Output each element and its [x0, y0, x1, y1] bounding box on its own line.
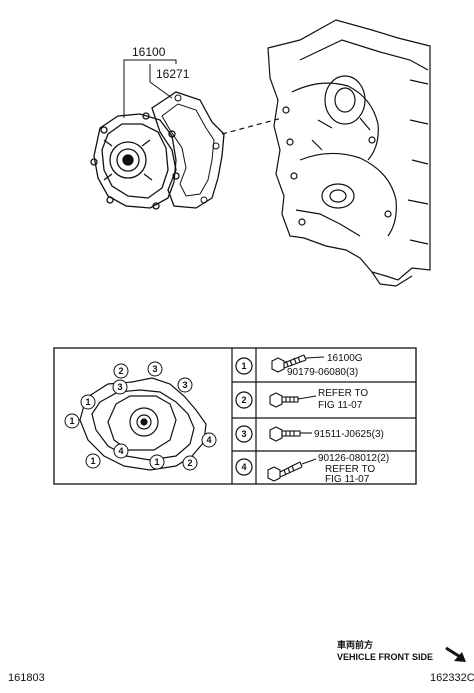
bolt-marker: 4 [113, 443, 129, 459]
bolt-marker: 1 [64, 413, 80, 429]
svg-text:3: 3 [241, 429, 246, 439]
direction-label-jp: 車両前方 [337, 639, 373, 650]
svg-text:2: 2 [187, 458, 192, 468]
bolt-marker: 3 [112, 379, 128, 395]
svg-text:4: 4 [241, 462, 246, 472]
legend-row-2-line-1: REFER TO [318, 388, 368, 399]
legend-row-3: 3 [235, 425, 253, 443]
callout-16271: 16271 [156, 67, 190, 81]
svg-text:1: 1 [85, 397, 90, 407]
bolt-icon [267, 354, 325, 482]
legend-row-4-line-3: FIG 11-07 [325, 474, 370, 485]
legend-row-1: 1 [235, 357, 253, 375]
bolt-marker: 1 [80, 394, 96, 410]
callout-16100: 16100 [132, 45, 166, 59]
bolt-marker: 3 [147, 361, 163, 377]
legend-row-2: 2 [235, 391, 253, 409]
legend-row-3-line-1: 91511-J0625(3) [314, 429, 384, 440]
callout-lines [123, 59, 177, 118]
legend-row-1-line-2: 90179-06080(3) [287, 367, 358, 378]
bolt-marker: 2 [113, 363, 129, 379]
engine-block-outline [267, 19, 431, 287]
bolt-marker: 3 [177, 377, 193, 393]
svg-text:1: 1 [90, 456, 95, 466]
water-pump-16100 [90, 112, 180, 210]
svg-text:4: 4 [206, 435, 211, 445]
svg-text:1: 1 [154, 457, 159, 467]
direction-label-en: VEHICLE FRONT SIDE [337, 652, 433, 662]
bolt-marker: 1 [149, 454, 165, 470]
front-direction-arrow-icon [445, 646, 466, 662]
legend-row-1-line-1: 16100G [327, 353, 363, 364]
legend-row-4: 4 [235, 458, 253, 476]
svg-text:3: 3 [152, 364, 157, 374]
bolt-marker: 4 [201, 432, 217, 448]
bolt-marker: 2 [182, 455, 198, 471]
footer-right-code: 162332C [430, 672, 474, 684]
bolt-marker: 1 [85, 453, 101, 469]
legend-row-4-line-1: 90126-08012(2) [318, 453, 389, 464]
svg-text:3: 3 [117, 382, 122, 392]
svg-text:2: 2 [118, 366, 123, 376]
svg-text:1: 1 [69, 416, 74, 426]
bolt-reference-panel [53, 347, 417, 485]
svg-text:3: 3 [182, 380, 187, 390]
legend-row-4-line-2: REFER TO [325, 464, 375, 475]
svg-text:1: 1 [241, 361, 246, 371]
gasket-16271 [151, 91, 225, 209]
footer-left-code: 161803 [8, 672, 45, 684]
bolt-markers: 2 3 3 1 1 1 4 1 3 2 4 [64, 361, 217, 471]
legend-row-2-line-2: FIG 11-07 [318, 400, 363, 411]
dashed-leader [221, 117, 283, 135]
svg-text:2: 2 [241, 395, 246, 405]
svg-text:4: 4 [118, 446, 123, 456]
